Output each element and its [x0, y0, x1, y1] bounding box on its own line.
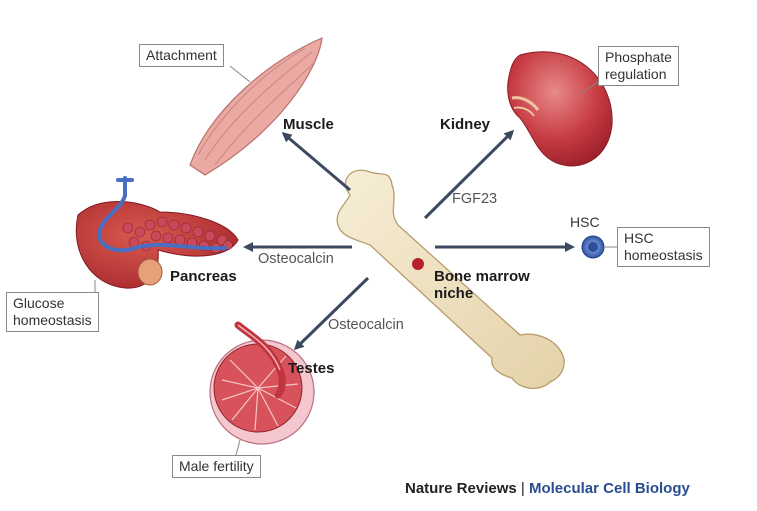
arrow-to-testes: [293, 276, 370, 351]
muscle-illustration: [189, 37, 323, 176]
testes-label: Testes: [288, 360, 335, 377]
hsc-homeostasis-box: HSC homeostasis: [617, 227, 710, 267]
osteocalcin-testes-label: Osteocalcin: [328, 317, 404, 333]
hsc-label: HSC: [570, 214, 600, 230]
pancreas-label: Pancreas: [170, 268, 237, 285]
arrows: [243, 129, 575, 351]
bone-marrow-niche-label: Bone marrow niche: [434, 268, 530, 303]
testes-illustration: [209, 321, 315, 445]
fgf23-label: FGF23: [452, 191, 498, 207]
muscle-label: Muscle: [283, 116, 334, 133]
osteocalcin-pancreas-label: Osteocalcin: [258, 251, 334, 267]
arrow-to-muscle: [281, 132, 351, 192]
kidney-label: Kidney: [440, 116, 491, 133]
connectors: [94, 65, 617, 456]
journal-name: Nature Reviews: [405, 480, 517, 497]
male-fertility-box: Male fertility: [172, 455, 261, 478]
bone-illustration: [336, 169, 565, 389]
footer-separator: |: [520, 480, 525, 497]
arrow-to-kidney: [423, 129, 515, 220]
source-footer: Nature Reviews | Molecular Cell Biology: [405, 480, 690, 497]
journal-subtitle: Molecular Cell Biology: [528, 480, 690, 497]
phosphate-regulation-box: Phosphate regulation: [598, 46, 679, 86]
pancreas-illustration: [75, 176, 239, 289]
glucose-homeostasis-box: Glucose homeostasis: [6, 292, 99, 332]
kidney-illustration: [507, 51, 613, 167]
attachment-box: Attachment: [139, 44, 224, 67]
hsc-cell: [581, 235, 605, 259]
